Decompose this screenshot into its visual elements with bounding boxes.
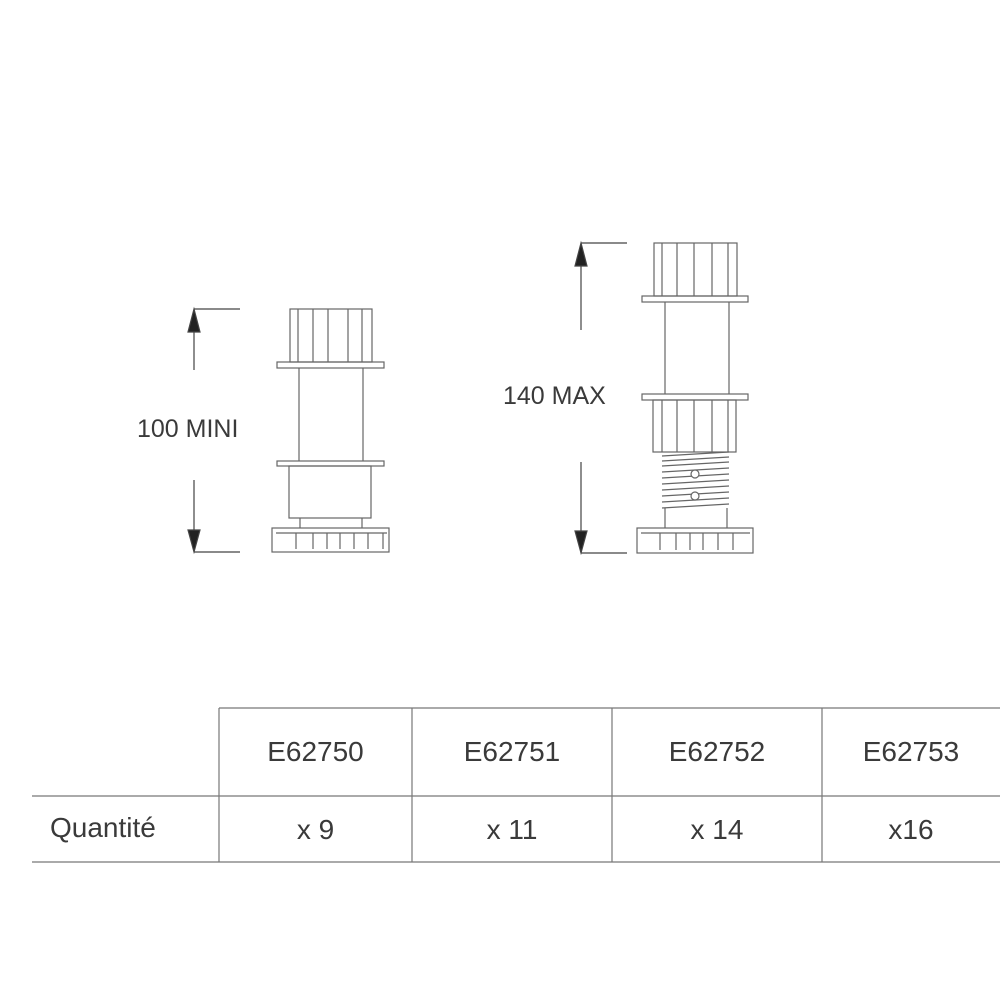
column-header: E62752 — [668, 736, 766, 767]
quantity-cell: x 9 — [296, 814, 335, 845]
column-header: E62750 — [267, 736, 364, 767]
max-height-label: 140 MAX — [503, 382, 606, 410]
quantity-table-grid — [32, 707, 1000, 863]
dimension-arrow-max — [574, 240, 627, 556]
quantity-cell: x 14 — [690, 814, 744, 845]
foot-max-drawing — [636, 242, 754, 554]
row-label-quantite: Quantité — [50, 812, 156, 843]
column-header: E62751 — [463, 736, 561, 767]
quantity-cell: x16 — [888, 814, 934, 845]
min-height-label: 100 MINI — [137, 415, 239, 443]
column-header: E62753 — [862, 736, 960, 767]
foot-min-drawing — [271, 308, 390, 553]
quantity-cell: x 11 — [486, 814, 538, 845]
dimension-arrow-min — [187, 306, 240, 555]
